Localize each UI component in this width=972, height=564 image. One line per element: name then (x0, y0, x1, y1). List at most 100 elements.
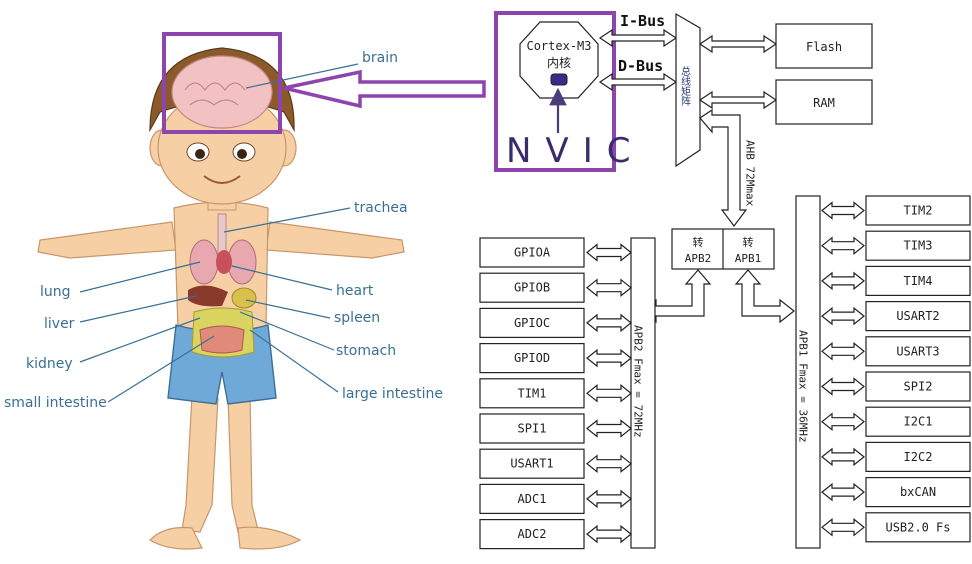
apb1-connector (734, 269, 795, 324)
apb2-peripheral-label: GPIOA (514, 246, 551, 260)
apb2-peripheral-box (479, 413, 585, 444)
apb1-peripheral-box (865, 477, 971, 508)
apb1-peripheral-box (865, 512, 971, 543)
brain-highlight-box (162, 32, 282, 134)
apb1-peripheral-label: TIM3 (904, 239, 933, 253)
apb1-peripheral-arrow (821, 518, 865, 537)
apb1-peripheral-label: SPI2 (904, 380, 933, 394)
apb1-peripheral-label: USB2.0 Fs (885, 520, 950, 534)
apb1-peripheral-arrow (821, 236, 865, 255)
body-labels: brain trachea lung heart liver spleen ki… (4, 50, 443, 411)
bus-matrix-label: 总线矩阵 (679, 65, 691, 107)
apb1-peripheral-label: TIM4 (904, 274, 933, 288)
label-spleen: spleen (334, 310, 380, 326)
apb1-peripheral-arrow (821, 201, 865, 220)
memory-flash-label: Flash (806, 40, 842, 54)
core-highlight-box (494, 11, 616, 172)
apb2-peripheral-box (479, 237, 585, 268)
flash-arrow (698, 34, 778, 54)
apb2-peripheral-box (479, 448, 585, 479)
label-small-intestine: small intestine (4, 395, 107, 411)
dbus-arrow (598, 72, 678, 92)
apb1-peripheral-arrow (821, 306, 865, 326)
apb2-peripheral-label: USART1 (510, 457, 553, 471)
bridge-apb1-line1: 转 (743, 235, 754, 249)
core-label-1: Cortex-M3 (526, 39, 591, 53)
highlight-arrow (283, 69, 486, 109)
apb2-peripheral-box (479, 518, 585, 550)
bridge-apb2-line2: APB2 (685, 252, 712, 265)
apb1-peripheral-box (865, 371, 971, 402)
apb2-peripheral-arrow (586, 419, 632, 438)
apb1-peripheral-box (865, 406, 971, 437)
apb2-peripheral-arrow (586, 489, 632, 509)
ahb-bus-arrow (699, 108, 748, 227)
label-lung: lung (40, 284, 71, 300)
nvic-icon (550, 73, 568, 86)
apb2-peripheral-box (479, 483, 585, 514)
label-large-intestine: large intestine (342, 386, 443, 402)
bridge-apb1-line2: APB1 (735, 252, 762, 265)
ahb-label: AHB 72Mmax (744, 140, 757, 207)
apb2-peripheral-label: GPIOD (514, 351, 550, 365)
apb1-peripherals: TIM2TIM3TIM4USART2USART3SPI2I2C1I2C2bxCA… (821, 195, 971, 543)
apb2-peripheral-arrow (586, 243, 632, 262)
apb1-peripheral-arrow (821, 342, 865, 361)
apb2-peripheral-label: SPI1 (518, 422, 547, 436)
body-illustration (37, 47, 405, 550)
apb2-peripheral-arrow (586, 384, 632, 403)
apb2-peripheral-label: TIM1 (518, 386, 547, 400)
apb2-label: APB2 Fmax = 72MHz (632, 325, 645, 438)
apb2-peripheral-arrow (586, 313, 632, 333)
brain-organ (171, 55, 273, 129)
apb2-peripheral-arrow (586, 454, 632, 473)
apb1-peripheral-box (865, 265, 971, 296)
memory-ram (775, 79, 873, 125)
apb1-peripheral-box (865, 230, 971, 261)
apb2-peripheral-arrow (586, 278, 632, 297)
apb1-peripheral-box (865, 301, 971, 332)
apb1-peripheral-label: bxCAN (900, 485, 936, 499)
label-kidney: kidney (26, 356, 73, 372)
bus-matrix (675, 12, 701, 168)
apb1-peripheral-box (865, 336, 971, 367)
apb2-peripheral-arrow (586, 524, 632, 544)
apb2-peripheral-box (479, 343, 585, 374)
body-leader-lines (79, 63, 359, 403)
nvic-annotation: NVIC (506, 131, 644, 171)
apb2-peripheral-label: ADC1 (518, 492, 547, 506)
apb2-peripheral-box (479, 307, 585, 338)
ibus-label: I-Bus (620, 12, 665, 30)
apb1-bus (795, 195, 821, 549)
apb2-peripheral-box (479, 378, 585, 409)
apb1-peripheral-arrow (821, 447, 865, 467)
ibus-arrow (598, 28, 678, 48)
label-liver: liver (44, 316, 75, 332)
core-label-2: 内核 (547, 56, 571, 70)
apb2-peripheral-label: GPIOB (514, 281, 550, 295)
label-stomach: stomach (336, 343, 396, 359)
dbus-label: D-Bus (618, 57, 663, 75)
apb1-peripheral-arrow (821, 412, 865, 431)
apb1-peripheral-label: TIM2 (904, 204, 933, 218)
apb2-peripheral-label: GPIOC (514, 316, 550, 330)
apb1-peripheral-label: USART2 (896, 309, 939, 323)
apb1-peripheral-label: I2C1 (904, 415, 933, 429)
bridge-apb2-line1: 转 (693, 235, 704, 249)
label-heart: heart (336, 283, 374, 299)
apb1-label: APB1 Fmax = 36MHz (797, 330, 810, 443)
label-trachea: trachea (354, 200, 408, 216)
apb2-bus (630, 237, 656, 549)
apb1-peripheral-box (865, 441, 971, 472)
label-brain: brain (362, 50, 398, 66)
memory-flash (775, 23, 873, 69)
cortex-m3-core (519, 21, 599, 99)
apb2-peripherals: GPIOA GPIOB GPIOC GPIOD TIM1SPI1USART1ADC1AD… (479, 237, 632, 550)
apb1-peripheral-label: USART3 (896, 344, 939, 358)
apb1-peripheral-arrow (821, 271, 865, 291)
apb2-peripheral-label: ADC2 (518, 527, 547, 541)
memory-ram-label: RAM (813, 96, 835, 110)
ram-arrow (698, 90, 778, 110)
apb1-peripheral-arrow (821, 482, 865, 502)
